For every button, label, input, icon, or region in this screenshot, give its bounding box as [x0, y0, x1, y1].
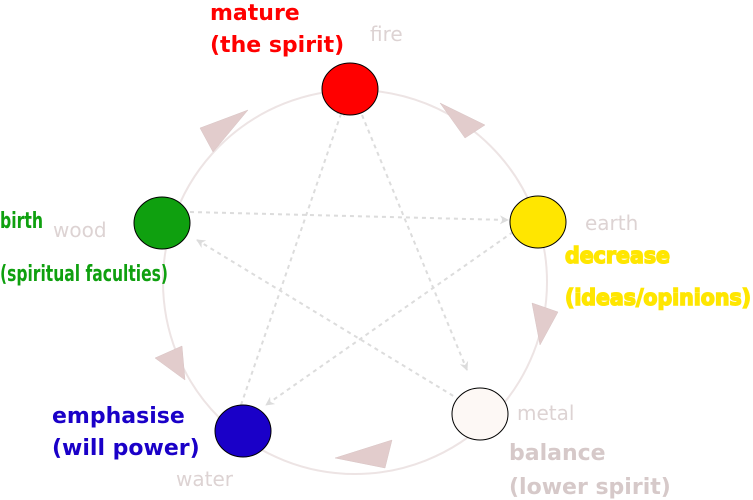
metal-node — [451, 387, 509, 441]
phase-label-fire-line1: mature — [210, 1, 300, 26]
phase-label-earth-line1: decrease — [565, 244, 670, 269]
phase-label-metal-line1: balance — [509, 441, 606, 466]
element-name-water: water — [176, 467, 234, 491]
cycle-arrow-water-to-wood — [154, 345, 186, 381]
controlling-cycle — [189, 107, 514, 406]
control-line-fire-to-metal — [361, 114, 469, 371]
generating-cycle-arrows — [154, 102, 559, 469]
phase-label-water-line2: (will power) — [52, 436, 200, 461]
cycle-arrow-fire-to-earth — [439, 102, 486, 139]
element-name-earth: earth — [585, 211, 638, 235]
phase-label-water-line1: emphasise — [52, 404, 185, 429]
control-line-wood-to-earth — [189, 211, 509, 225]
cycle-arrow-earth-to-metal — [531, 302, 559, 346]
cycle-arrow-wood-to-fire — [199, 109, 249, 153]
phase-label-fire-line2: (the spirit) — [210, 33, 344, 58]
element-name-wood: wood — [53, 218, 107, 242]
element-nodes — [133, 62, 567, 458]
fire-node — [321, 62, 379, 116]
phase-label-wood-line1: birth — [0, 209, 43, 234]
earth-node — [509, 195, 567, 249]
phase-label-metal-line2: (lower spirit) — [509, 475, 671, 500]
control-line-water-to-fire — [240, 107, 345, 406]
cycle-arrow-metal-to-water — [334, 439, 393, 469]
water-node — [214, 404, 272, 458]
element-name-fire: fire — [370, 22, 403, 46]
phase-label-earth-line2: (ideas/opinions) — [565, 286, 751, 311]
control-line-earth-to-water — [265, 231, 514, 406]
phase-label-wood-line2: (spiritual faculties) — [0, 262, 168, 287]
control-line-metal-to-wood — [196, 239, 461, 401]
wood-node — [133, 196, 191, 250]
element-names: fire earth metal water wood — [53, 22, 638, 491]
element-name-metal: metal — [517, 401, 574, 425]
